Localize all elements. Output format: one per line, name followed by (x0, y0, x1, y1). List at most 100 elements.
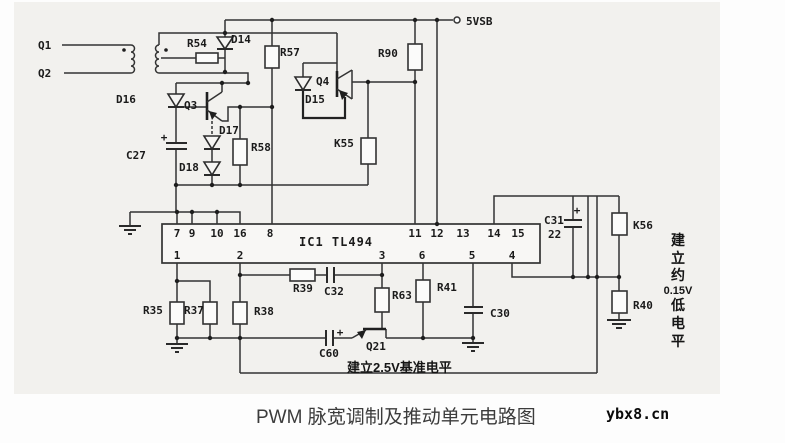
scan-background (14, 2, 720, 394)
resistor-r40-symbol (611, 290, 628, 314)
ic-pin-14: 14 (487, 227, 501, 240)
site-watermark: ybx8.cn (606, 405, 669, 423)
phase-dot-primary (122, 48, 126, 52)
ic-pin-4: 4 (509, 249, 516, 262)
capacitor-c30-symbol (464, 306, 483, 314)
transistor-q4-symbol (335, 69, 353, 100)
wires (62, 19, 620, 374)
transistor-q21-symbol (351, 327, 386, 339)
ic-pin-1: 1 (174, 249, 181, 262)
label-d15: D15 (305, 93, 325, 106)
resistor-r57-symbol (264, 45, 280, 69)
phase-dot-secondary (164, 48, 168, 52)
label-d14: D14 (231, 33, 251, 46)
annotation-low-level-2: 立 (671, 250, 685, 266)
label-d16: D16 (116, 93, 136, 106)
polarity-plus-c31: + (574, 204, 581, 217)
capacitor-c31-symbol (564, 219, 582, 228)
ic-pin-13: 13 (456, 227, 469, 240)
label-c32: C32 (324, 285, 344, 298)
resistor-r37-symbol (202, 301, 218, 325)
drive-transformer (122, 44, 168, 74)
label-q21: Q21 (366, 340, 386, 353)
diodes (166, 36, 313, 177)
label-c27: C27 (126, 149, 146, 162)
transistor-q3-symbol (205, 91, 223, 122)
junction-dots (173, 17, 622, 341)
ground-icon (607, 319, 631, 329)
ic-pin-16: 16 (233, 227, 247, 240)
resistor-r63-symbol (374, 287, 390, 313)
diode-d18-symbol (202, 161, 222, 177)
annotation-low-level-1: 建 (671, 232, 685, 248)
diode-d17-symbol (202, 135, 222, 151)
ic-pin-8: 8 (267, 227, 274, 240)
resistor-r54-symbol (195, 52, 219, 64)
label-c60: C60 (319, 347, 339, 360)
capacitor-c32-symbol (326, 267, 335, 283)
ground-icon (119, 225, 141, 235)
diode-d15-symbol (293, 76, 313, 92)
label-r37: R37 (184, 304, 204, 317)
ic-pin-15: 15 (511, 227, 524, 240)
ic-pin-3: 3 (379, 249, 386, 262)
ground-icon (462, 342, 484, 352)
label-c30: C30 (490, 307, 510, 320)
label-5vsb: 5VSB (466, 15, 493, 28)
ic-pin-7: 7 (174, 227, 181, 240)
polarity-plus-c60: + (337, 326, 344, 339)
terminal-5vsb-icon (453, 16, 461, 24)
annotation-low-level-6: 电 (671, 315, 685, 331)
label-q1: Q1 (38, 39, 52, 52)
label-r39: R39 (293, 282, 313, 295)
label-d18: D18 (179, 161, 199, 174)
ic-pin-2: 2 (237, 249, 244, 262)
label-r58: R58 (251, 141, 271, 154)
ic-pin-10: 10 (210, 227, 223, 240)
label-k56: K56 (633, 219, 653, 232)
resistor-r39-symbol (289, 268, 316, 282)
resistors (169, 43, 628, 325)
resistor-r41-symbol (415, 279, 431, 303)
resistor-r90-symbol (407, 43, 423, 71)
diode-d14-symbol (215, 36, 235, 51)
resistor-r38-symbol (232, 301, 248, 325)
label-r38: R38 (254, 305, 274, 318)
resistor-r35-symbol (169, 301, 185, 325)
ic-labels: IC1 TL494 7 9 10 16 8 11 12 13 14 15 1 2… (174, 227, 525, 262)
annotation-low-level-4: 0.15V (664, 285, 693, 297)
ic-pin-11: 11 (408, 227, 422, 240)
component-labels: Q1 Q2 R54 D14 R57 R90 Q4 D15 D16 Q3 D17 … (38, 15, 653, 360)
resistor-k55-symbol (360, 137, 377, 165)
secondary-winding (154, 44, 160, 74)
label-d17: D17 (219, 124, 239, 137)
label-r35: R35 (143, 304, 163, 317)
ground-icon (166, 343, 188, 353)
diode-d16-symbol (166, 93, 186, 109)
capacitor-c60-symbol (325, 330, 334, 346)
label-c31: C31 (544, 214, 564, 227)
label-q4: Q4 (316, 75, 330, 88)
label-k55: K55 (334, 137, 354, 150)
ic-pin-12: 12 (430, 227, 443, 240)
ic-tl494-body (161, 223, 541, 264)
annotation-low-level-3: 约 (671, 267, 685, 283)
resistor-r58-symbol (232, 138, 248, 166)
label-r90: R90 (378, 47, 398, 60)
figure-caption: PWM 脉宽调制及推动单元电路图 (256, 406, 536, 428)
annotation-ref-level: 建立2.5V基准电平 (347, 360, 452, 375)
label-r63: R63 (392, 289, 412, 302)
annotations: 建立2.5V基准电平 建 立 约 0.15V 低 电 平 (347, 232, 693, 375)
label-r54: R54 (187, 37, 207, 50)
ic-pin-9: 9 (189, 227, 196, 240)
capacitor-c27-symbol (166, 142, 187, 150)
q4-emitter-bold-wire (301, 90, 347, 120)
label-r57: R57 (280, 46, 300, 59)
label-c31-value: 22 (548, 228, 561, 241)
ic-pin-5: 5 (469, 249, 476, 262)
ic-pin-6: 6 (419, 249, 426, 262)
label-r41: R41 (437, 281, 457, 294)
label-q3: Q3 (184, 99, 197, 112)
ic-name: IC1 TL494 (299, 235, 373, 249)
